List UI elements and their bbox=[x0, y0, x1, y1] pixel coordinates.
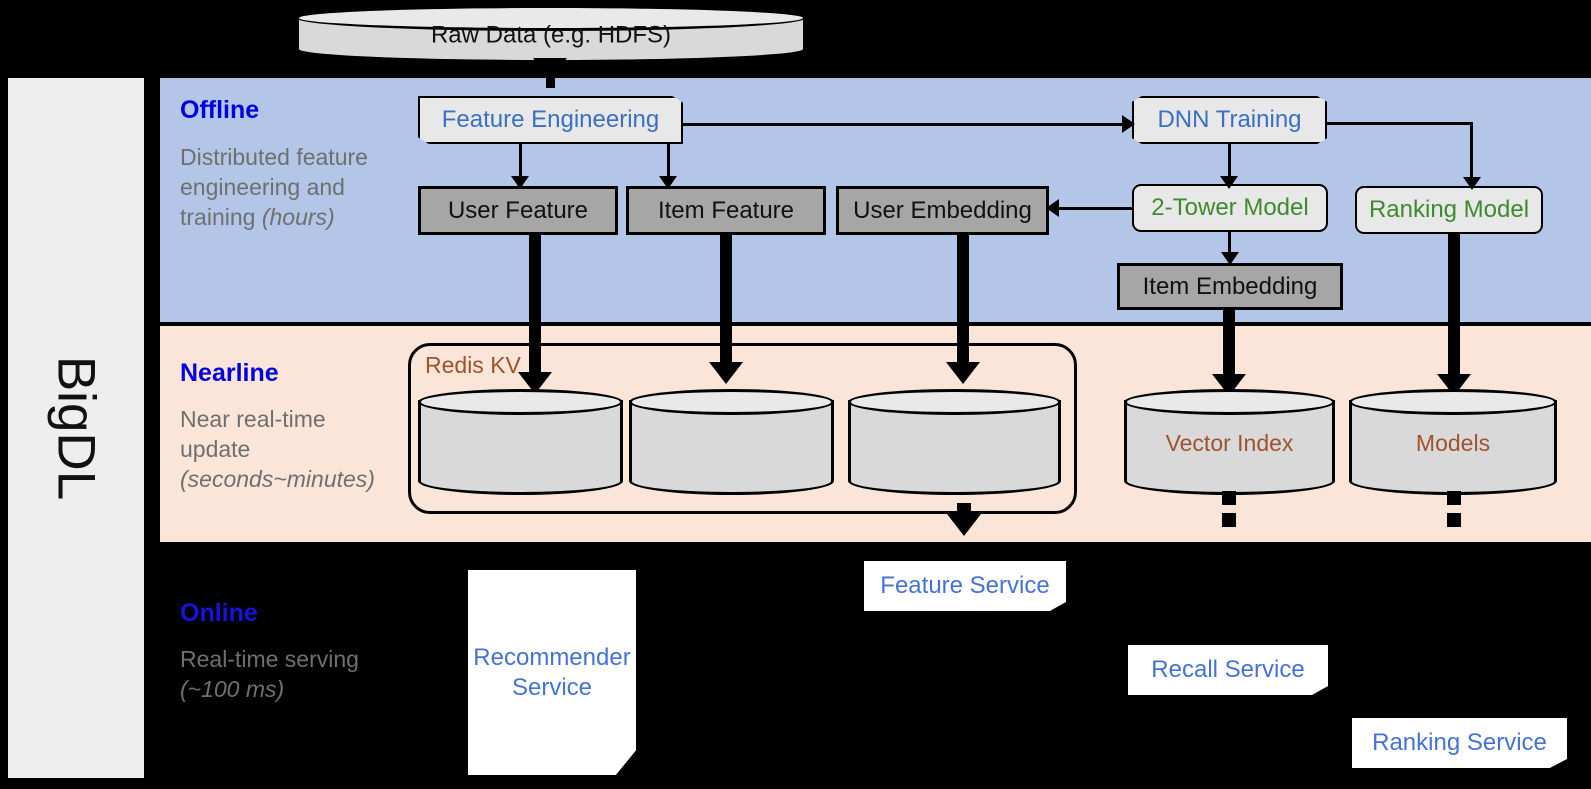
ranking-model-label: Ranking Model bbox=[1368, 196, 1530, 223]
offline-subtitle-italic: (hours) bbox=[261, 203, 335, 230]
pipe-userembedding-store bbox=[957, 235, 969, 373]
cylinder-top bbox=[848, 389, 1061, 415]
connector-fe-userfeature bbox=[519, 144, 522, 180]
online-subtitle-main: Real-time serving bbox=[180, 646, 359, 672]
offline-subtitle: Distributed feature engineering and trai… bbox=[180, 143, 390, 233]
vector-index-cylinder[interactable]: Vector Index bbox=[1124, 389, 1335, 495]
connector-dnn-twotower bbox=[1228, 144, 1231, 180]
dnn-training-node[interactable]: DNN Training bbox=[1132, 96, 1327, 144]
arrowhead-rawdata-fe bbox=[533, 58, 567, 80]
nearline-subtitle-italic: (seconds~minutes) bbox=[180, 465, 375, 492]
cylinder-body bbox=[848, 400, 1061, 495]
recommender-service-node[interactable]: Recommender Service bbox=[468, 570, 636, 775]
arrowhead-featureservice bbox=[947, 514, 981, 536]
bigdl-rail: BigDL bbox=[8, 78, 144, 778]
models-cylinder[interactable]: Models bbox=[1349, 389, 1557, 495]
pipe-userfeature-store bbox=[529, 235, 541, 383]
models-label: Models bbox=[1415, 429, 1491, 456]
offline-title: Offline bbox=[180, 96, 260, 124]
pipe-stub-featureservice bbox=[957, 503, 971, 517]
cylinder-top bbox=[629, 389, 834, 415]
feature-engineering-label: Feature Engineering bbox=[441, 106, 660, 133]
connector-dnn-ranking-v bbox=[1470, 122, 1473, 180]
online-subtitle: Real-time serving (~100 ms) bbox=[180, 645, 390, 705]
item-feature-node[interactable]: Item Feature bbox=[626, 186, 826, 235]
arrowhead-userembedding-store bbox=[946, 362, 980, 384]
redis-kv-container bbox=[408, 343, 1077, 514]
raw-data-label: Raw Data (e.g. HDFS) bbox=[430, 21, 672, 49]
ranking-service-label: Ranking Service bbox=[1372, 729, 1547, 756]
recall-service-node[interactable]: Recall Service bbox=[1128, 645, 1328, 695]
user-feature-label: User Feature bbox=[447, 196, 589, 224]
recommender-service-label: Recommender Service bbox=[473, 643, 631, 701]
cylinder-body bbox=[629, 400, 834, 495]
pipe-itemembedding-vectorindex bbox=[1223, 310, 1235, 385]
redis-store-1[interactable] bbox=[418, 389, 623, 495]
feature-engineering-node[interactable]: Feature Engineering bbox=[418, 96, 683, 144]
online-title: Online bbox=[180, 599, 258, 627]
redis-store-3[interactable] bbox=[848, 389, 1061, 495]
raw-data-cylinder: Raw Data (e.g. HDFS) bbox=[296, 5, 806, 63]
connector-twotower-itemembedding bbox=[1228, 232, 1231, 257]
pipe-stub-vectorindex-a bbox=[1222, 491, 1236, 505]
cylinder-top bbox=[418, 389, 623, 415]
pipe-stub-models-b bbox=[1447, 513, 1461, 527]
arrowhead-dnn-twotower bbox=[1220, 176, 1238, 189]
cylinder-top bbox=[296, 5, 806, 31]
arrowhead-twotower-userembedding bbox=[1046, 199, 1059, 217]
ranking-service-node[interactable]: Ranking Service bbox=[1352, 718, 1567, 768]
arrowhead-fe-dnn bbox=[1122, 115, 1135, 133]
item-feature-label: Item Feature bbox=[657, 196, 795, 224]
cylinder-top bbox=[1349, 389, 1557, 415]
two-tower-model-node[interactable]: 2-Tower Model bbox=[1132, 184, 1328, 232]
feature-service-label: Feature Service bbox=[880, 572, 1050, 599]
cylinder-body bbox=[418, 400, 623, 495]
arrowhead-fe-userfeature bbox=[511, 176, 529, 189]
pipe-stub-models-a bbox=[1447, 491, 1461, 505]
arrowhead-dnn-ranking bbox=[1463, 177, 1481, 190]
arrowhead-itemfeature-store bbox=[709, 362, 743, 384]
user-feature-node[interactable]: User Feature bbox=[418, 186, 618, 235]
connector-fe-itemfeature bbox=[667, 144, 670, 180]
nearline-title: Nearline bbox=[180, 359, 279, 387]
two-tower-model-label: 2-Tower Model bbox=[1151, 194, 1309, 221]
user-embedding-node[interactable]: User Embedding bbox=[836, 186, 1049, 235]
cylinder-top bbox=[1124, 389, 1335, 415]
connector-twotower-userembedding bbox=[1058, 207, 1134, 210]
redis-kv-label: Redis KV bbox=[425, 352, 521, 378]
recall-service-label: Recall Service bbox=[1151, 656, 1305, 683]
vector-index-label: Vector Index bbox=[1165, 429, 1294, 456]
dnn-training-label: DNN Training bbox=[1157, 106, 1302, 133]
item-embedding-label: Item Embedding bbox=[1142, 272, 1318, 300]
pipe-itemfeature-store bbox=[720, 235, 732, 373]
arrowhead-fe-itemfeature bbox=[659, 176, 677, 189]
feature-service-node[interactable]: Feature Service bbox=[864, 561, 1066, 611]
pipe-stub-vectorindex-b bbox=[1222, 513, 1236, 527]
connector-fe-dnn bbox=[683, 123, 1125, 126]
nearline-subtitle: Near real-time update (seconds~minutes) bbox=[180, 405, 390, 495]
bigdl-label: BigDL bbox=[46, 355, 106, 501]
cylinder-body bbox=[1349, 400, 1557, 495]
nearline-subtitle-main: Near real-time update bbox=[180, 406, 326, 462]
connector-dnn-ranking-h bbox=[1327, 122, 1473, 125]
ranking-model-node[interactable]: Ranking Model bbox=[1355, 186, 1543, 234]
cylinder-body bbox=[1124, 400, 1335, 495]
item-embedding-node[interactable]: Item Embedding bbox=[1117, 263, 1343, 310]
pipe-rankingmodel-models bbox=[1448, 234, 1460, 385]
online-subtitle-italic: (~100 ms) bbox=[180, 675, 285, 702]
arrowhead-twotower-itemembedding bbox=[1221, 252, 1239, 265]
redis-store-2[interactable] bbox=[629, 389, 834, 495]
offline-subtitle-main: Distributed feature engineering and trai… bbox=[180, 144, 368, 230]
user-embedding-label: User Embedding bbox=[853, 196, 1032, 224]
